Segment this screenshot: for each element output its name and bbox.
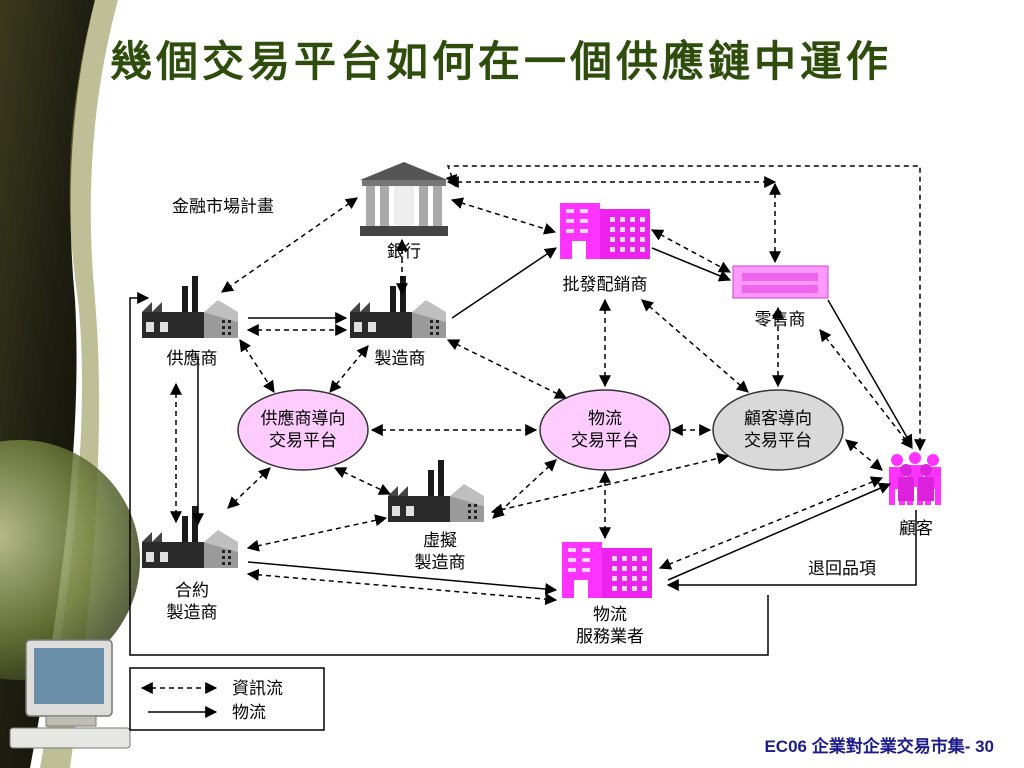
customer-platform-node: [712, 389, 844, 471]
manufacturer-factory-icon: [350, 276, 446, 338]
customer-platform-line2: 交易平台: [744, 431, 812, 451]
logistics-platform-line1: 物流: [588, 409, 622, 429]
supplier-platform-node: [237, 389, 369, 471]
wholesaler-label: 批發配銷商: [563, 275, 648, 295]
info-flow-edges: [170, 165, 926, 606]
wholesaler-building-icon: [560, 203, 650, 259]
retailer-store-icon: [732, 265, 829, 299]
logistics-provider-line2: 服務業者: [576, 627, 644, 647]
bank-label: 銀行: [387, 242, 421, 262]
finance-plan-label: 金融市場計畫: [172, 197, 274, 217]
supplier-platform-line2: 交易平台: [269, 431, 337, 451]
bank-icon: [360, 162, 448, 236]
logistics-platform-node: [539, 389, 671, 471]
retailer-label: 零售商: [755, 310, 806, 330]
logistics-provider-line1: 物流: [593, 605, 627, 625]
logistics-platform-label: 物流: [588, 409, 622, 429]
virtual-manufacturer-label: 虛擬: [423, 531, 457, 551]
legend-info-flow-label: 資訊流: [232, 679, 283, 699]
supplier-factory-icon: [142, 276, 238, 338]
virtual-manufacturer-line2: 製造商: [415, 553, 466, 573]
contract-manufacturer-line2: 製造商: [167, 603, 218, 623]
globe-decoration: [0, 440, 140, 680]
legend-goods-flow-label: 物流: [232, 703, 266, 723]
logistics-provider-building-icon: [562, 542, 652, 598]
returns-label: 退回品項: [808, 559, 876, 579]
logistics-platform-line2: 交易平台: [571, 431, 639, 451]
customer-platform-label: 顧客導向: [744, 409, 812, 429]
logistics-provider-label: 物流: [593, 605, 627, 625]
legend: 資訊流 物流: [129, 667, 325, 731]
customer-platform-label-2: 交易平台: [744, 431, 812, 451]
people-icon: [889, 452, 941, 505]
virtual-manufacturer-factory-icon: [388, 460, 484, 522]
virtual-manufacturer-label-2: 製造商: [415, 553, 466, 573]
contract-manufacturer-label: 合約: [175, 581, 209, 601]
contract-manufacturer-line1: 合約: [175, 581, 209, 601]
contract-manufacturer-label-2: 製造商: [167, 603, 218, 623]
manufacturer-label: 製造商: [375, 349, 426, 369]
logistics-provider-label-2: 服務業者: [576, 627, 644, 647]
virtual-manufacturer-line1: 虛擬: [423, 531, 457, 551]
supplier-platform-line1: 供應商導向: [261, 408, 346, 429]
contract-manufacturer-factory-icon: [142, 506, 238, 568]
customer-platform-line1: 顧客導向: [744, 409, 812, 429]
computer-icon: [9, 639, 131, 749]
supplier-platform-label: 供應商導向: [261, 408, 346, 429]
customer-label: 顧客: [899, 519, 933, 539]
footer-page-number: EC06 企業對企業交易市集- 30: [764, 737, 994, 756]
goods-flow-edges: [129, 247, 917, 656]
logistics-platform-label-2: 交易平台: [571, 431, 639, 451]
supplier-label: 供應商: [167, 348, 218, 369]
supplier-platform-label-2: 交易平台: [269, 431, 337, 451]
page-title: 幾個交易平台如何在一個供應鏈中運作: [110, 37, 893, 86]
